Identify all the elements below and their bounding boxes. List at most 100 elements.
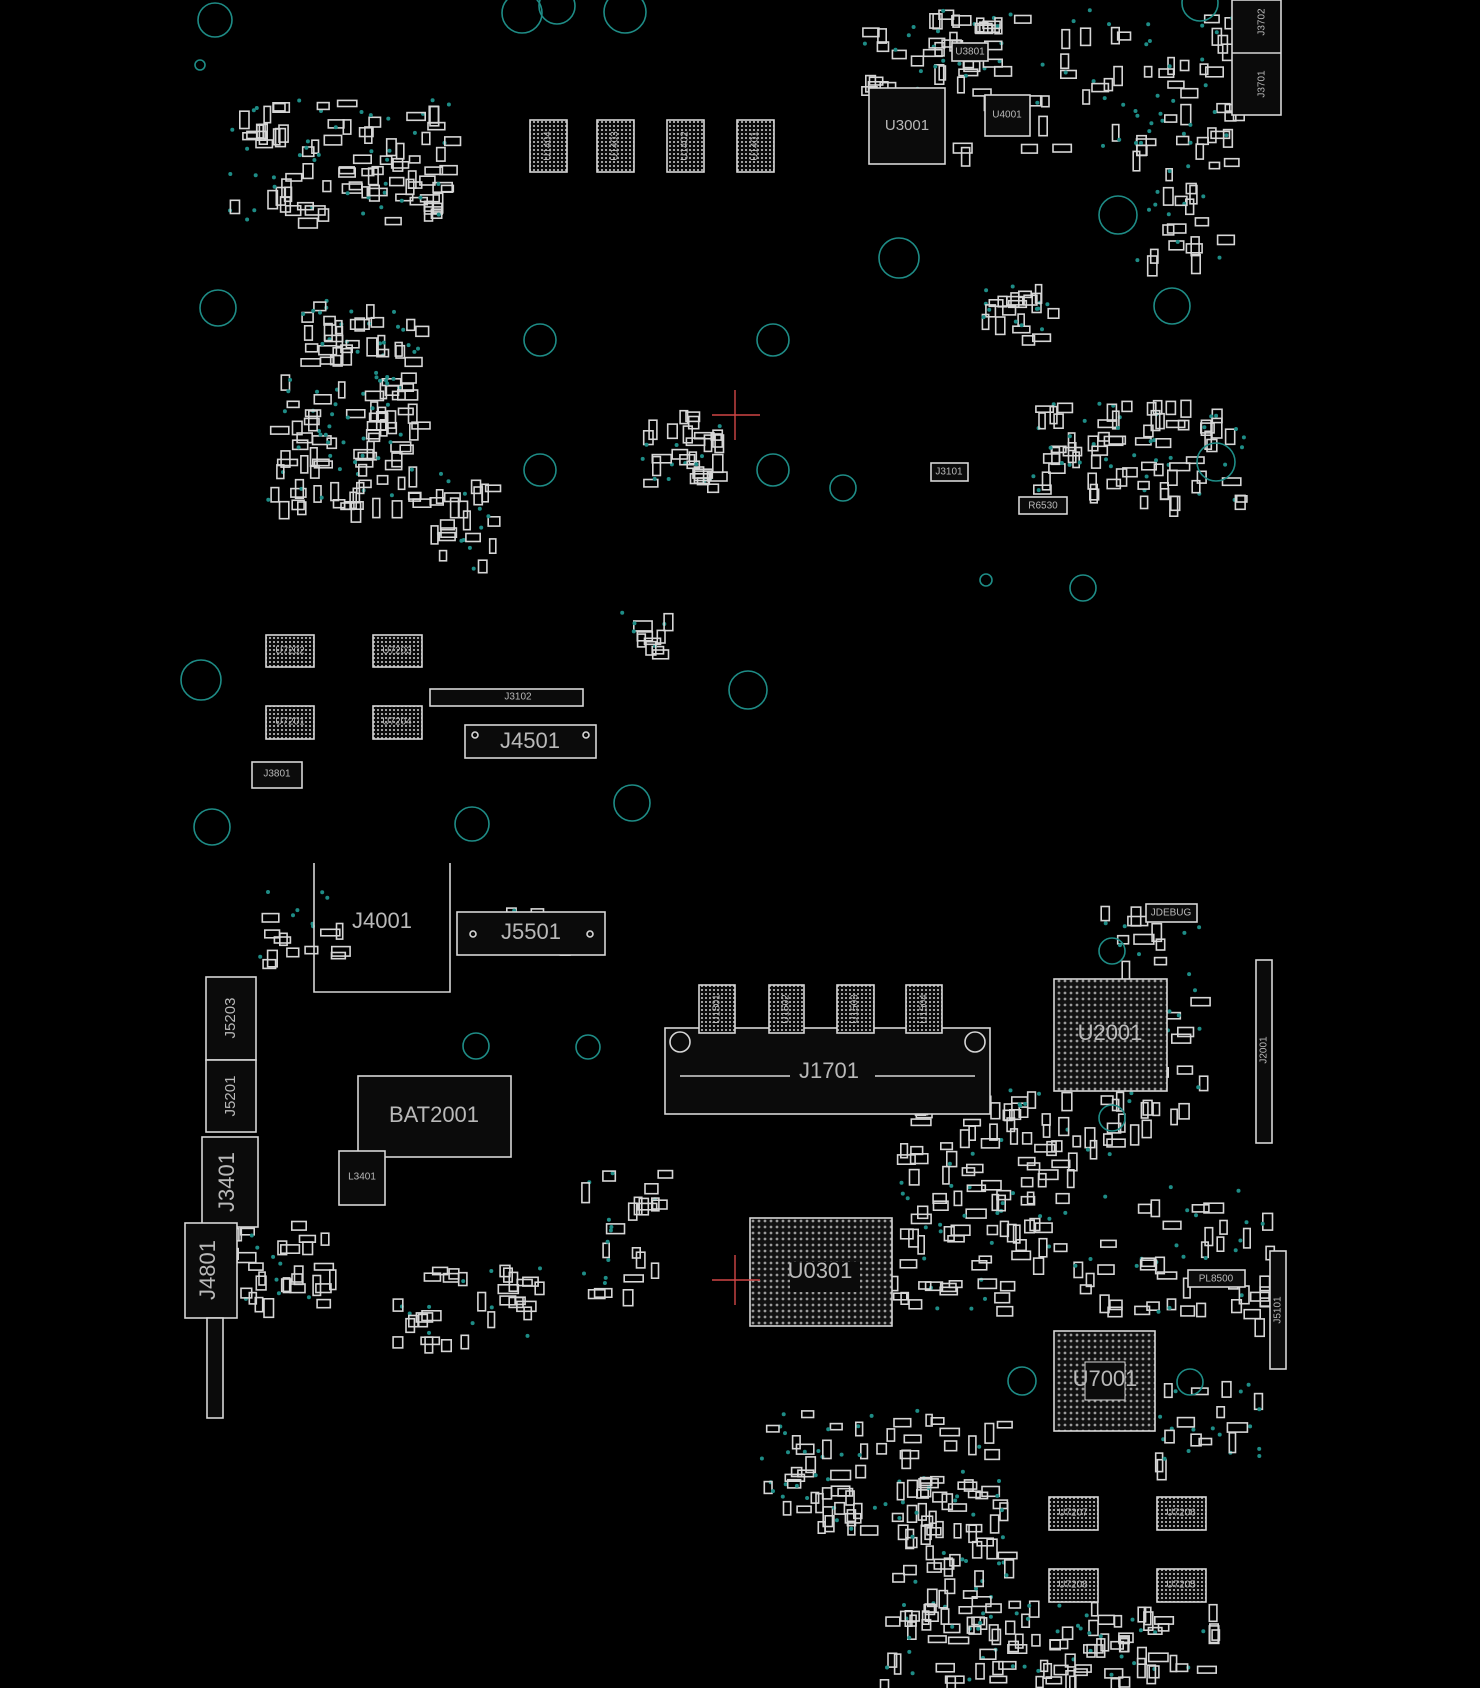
smd-component[interactable] [316,1298,332,1309]
smd-component[interactable] [1015,1239,1027,1252]
smd-component[interactable] [1134,437,1152,446]
inductor-l3401[interactable]: L3401 [338,1150,386,1206]
smd-component[interactable] [1208,1603,1218,1623]
smd-component[interactable] [997,295,1008,308]
smd-component[interactable] [1136,1657,1146,1679]
smd-component[interactable] [392,1336,404,1349]
smd-component[interactable] [291,499,305,511]
smd-component[interactable] [910,1118,932,1127]
smd-component[interactable] [1146,1301,1160,1311]
smd-component[interactable] [1199,63,1209,76]
smd-component[interactable] [267,189,279,210]
smd-component[interactable] [966,1616,975,1634]
smd-component[interactable] [822,1506,834,1528]
smd-component[interactable] [1154,1452,1164,1473]
smd-component[interactable] [1243,1308,1261,1320]
smd-component[interactable] [1100,1239,1117,1248]
smd-component[interactable] [408,492,422,502]
smd-component[interactable] [971,1616,985,1626]
smd-component[interactable] [1141,461,1158,471]
smd-component[interactable] [298,1234,317,1243]
smd-component[interactable] [932,1200,949,1211]
smd-component[interactable] [1151,922,1163,943]
smd-component[interactable] [516,1278,533,1287]
smd-component[interactable] [315,1283,332,1294]
smd-component[interactable] [821,1487,833,1500]
smd-component[interactable] [845,1490,855,1506]
smd-component[interactable] [330,481,340,502]
smd-component[interactable] [1034,1143,1056,1153]
smd-component[interactable] [685,411,701,423]
smd-component[interactable] [685,437,706,447]
smd-component[interactable] [958,1606,973,1615]
smd-component[interactable] [1190,1433,1202,1447]
smd-component[interactable] [905,1528,915,1550]
smd-component[interactable] [1055,1192,1070,1205]
smd-component[interactable] [952,142,973,154]
smd-component[interactable] [284,205,302,217]
smd-component[interactable] [938,65,947,81]
smd-component[interactable] [1176,1416,1196,1428]
smd-component[interactable] [357,463,368,477]
smd-component[interactable] [965,1163,984,1174]
smd-component[interactable] [1069,1675,1077,1688]
smd-component[interactable] [1046,1140,1057,1157]
smd-component[interactable] [972,88,992,97]
smd-component[interactable] [1180,399,1192,418]
smd-component[interactable] [650,1197,660,1212]
smd-component[interactable] [1196,1665,1217,1674]
smd-component[interactable] [994,17,1003,35]
smd-component[interactable] [1073,1261,1084,1279]
smd-component[interactable] [962,1118,982,1127]
component-u1401[interactable]: U1401 [736,119,775,173]
component-j3101[interactable]: J3101 [930,462,969,482]
smd-component[interactable] [1013,14,1032,24]
smd-component[interactable] [885,1616,901,1627]
smd-component[interactable] [891,1512,904,1523]
smd-component[interactable] [978,1255,993,1264]
smd-component[interactable] [957,1481,978,1490]
smd-component[interactable] [712,429,724,448]
smd-component[interactable] [368,116,382,128]
smd-component[interactable] [254,1296,264,1313]
smd-component[interactable] [354,317,366,332]
smd-component[interactable] [438,549,448,562]
smd-component[interactable] [296,501,307,516]
smd-component[interactable] [376,474,389,485]
smd-component[interactable] [1100,905,1111,922]
smd-component[interactable] [965,1208,987,1219]
smd-component[interactable] [892,1292,908,1301]
smd-component[interactable] [502,1267,513,1283]
smd-component[interactable] [687,415,700,430]
smd-component[interactable] [1137,480,1150,490]
smd-component[interactable] [341,183,363,194]
smd-component[interactable] [975,1491,989,1500]
smd-component[interactable] [968,1625,982,1635]
smd-component[interactable] [319,928,341,937]
smd-component[interactable] [991,1628,1002,1646]
smd-component[interactable] [1056,402,1074,414]
smd-component[interactable] [1211,1629,1221,1641]
smd-component[interactable] [1176,1065,1194,1075]
smd-component[interactable] [960,146,971,167]
smd-component[interactable] [790,1466,803,1478]
smd-component[interactable] [1097,431,1110,442]
smd-component[interactable] [435,488,444,504]
smd-component[interactable] [876,41,890,53]
smd-component[interactable] [1104,1668,1124,1679]
smd-component[interactable] [1035,405,1055,414]
smd-component[interactable] [304,409,322,418]
smd-component[interactable] [291,439,309,451]
smd-component[interactable] [1020,1177,1034,1188]
smd-component[interactable] [940,1608,950,1625]
smd-component[interactable] [435,146,446,162]
connector-j2001[interactable]: J2001 [1255,959,1273,1144]
smd-component[interactable] [370,316,385,328]
smd-component[interactable] [1140,1257,1156,1268]
smd-component[interactable] [935,1520,944,1539]
smd-component[interactable] [1041,95,1050,108]
smd-component[interactable] [765,1424,780,1433]
smd-component[interactable] [376,348,390,358]
smd-component[interactable] [1198,1437,1213,1446]
smd-component[interactable] [1189,184,1198,205]
